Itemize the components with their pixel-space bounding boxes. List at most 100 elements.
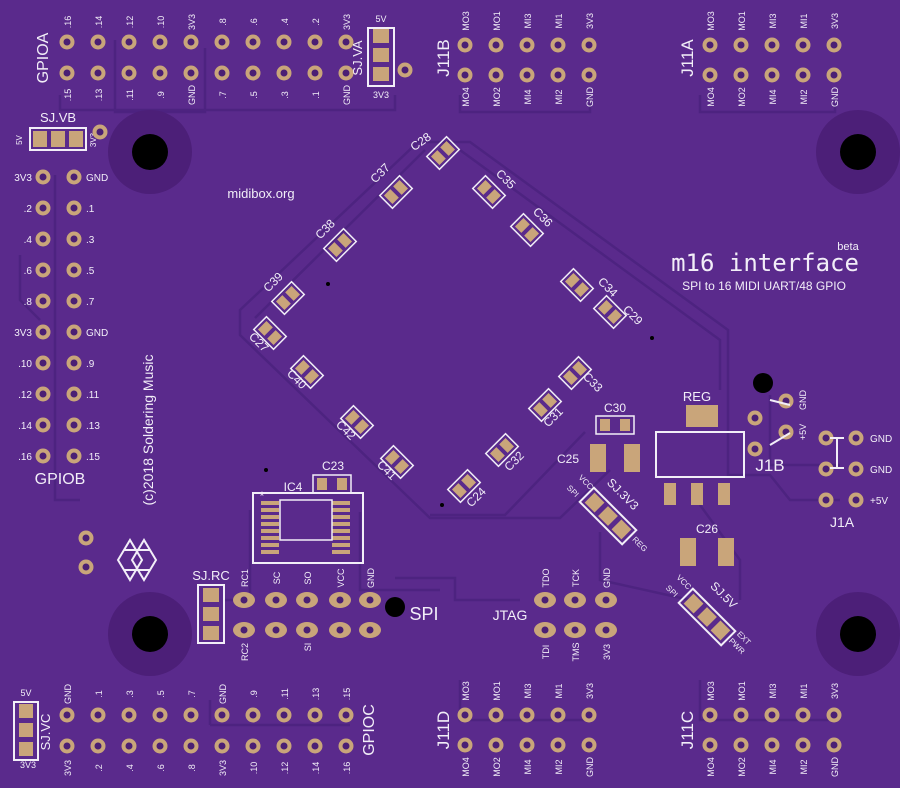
website-label: midibox.org: [227, 186, 294, 201]
sjvc-top-label: 5V: [20, 688, 31, 698]
gpioc-top-label: .1: [94, 690, 104, 698]
capacitor-C33: [557, 355, 593, 391]
ic4-pin-right: [332, 522, 350, 526]
spi-top-label: RC1: [240, 569, 250, 587]
sjvc-bottom-label: 3V3: [20, 760, 36, 770]
regulator: [655, 405, 745, 505]
midi-top-label: 3V3: [830, 13, 840, 29]
midi-bottom-label: MO2: [492, 87, 502, 107]
gpiob-right-label: GND: [86, 328, 108, 339]
gpioc-bottom-label: .2: [94, 764, 104, 772]
gpioc-bottom-label: .16: [342, 762, 352, 775]
gpioa-top-label: .14: [94, 16, 104, 29]
sjva-top-label: 5V: [375, 14, 386, 24]
copper-traces: [18, 40, 840, 727]
ic4-pin-left: [261, 522, 279, 526]
capacitor-C35: [471, 174, 507, 210]
midi-top-label: MO3: [461, 681, 471, 701]
spi-top-label: SO: [303, 571, 313, 584]
sjvc-title: SJ.VC: [38, 714, 53, 751]
spi-top-label: VCC: [336, 568, 346, 588]
sjvc-pad: [19, 723, 33, 737]
cap-label-C33: C33: [580, 369, 606, 395]
sjvb-pad: [33, 131, 47, 147]
midi-top-label: MO1: [737, 681, 747, 701]
midi-bottom-label: MI2: [554, 759, 564, 774]
capacitor-C40: [289, 354, 325, 390]
jtag-bottom-label: TMS: [571, 643, 581, 662]
board-title-suffix: beta: [837, 241, 859, 253]
midi-bottom-label: MI4: [768, 89, 778, 104]
sjvc-outline: [13, 701, 39, 761]
gpioa-top-label: .10: [156, 16, 166, 29]
midi-top-label: 3V3: [830, 683, 840, 699]
jtag-top-label: GND: [602, 568, 612, 589]
cap-label-C23: C23: [322, 459, 344, 473]
gpioa-bottom-label: GND: [342, 85, 352, 106]
midi-top-label: MI3: [768, 683, 778, 698]
gpiob-right-label: .7: [86, 297, 95, 308]
gpioc-top-label: .7: [187, 690, 197, 698]
jtag-top-label: TDO: [541, 569, 551, 588]
spi-bottom-label: RC2: [240, 643, 250, 661]
midi-bottom-label: GND: [585, 87, 595, 108]
midi-bottom-label: GND: [830, 757, 840, 778]
sjrc-title: SJ.RC: [192, 568, 230, 583]
gpiob-right-label: .5: [86, 266, 95, 277]
via: [326, 282, 330, 286]
midi-bottom-label: MI2: [554, 89, 564, 104]
sjva-pad: [373, 48, 389, 62]
ic4-pin1-marker: *: [260, 489, 265, 503]
cap-label-C24: C24: [463, 484, 489, 510]
midi-bottom-label: MO4: [706, 87, 716, 107]
ic4-pin-left: [261, 543, 279, 547]
midi-bottom-label: MO4: [461, 87, 471, 107]
gpioa-bottom-label: .3: [280, 91, 290, 99]
midi-bottom-label: MI4: [768, 759, 778, 774]
ic4-pin-left: [261, 508, 279, 512]
midi-top-label: MO1: [737, 11, 747, 31]
spi-top-label: SC: [272, 571, 282, 584]
j1-silk: [769, 399, 844, 469]
gpioc-title: GPIOC: [361, 704, 378, 756]
sjva-pad: [373, 67, 389, 81]
gpioa-bottom-label: .5: [249, 91, 259, 99]
midi-top-label: MO3: [706, 681, 716, 701]
capacitor-C30: [595, 415, 635, 435]
cap-label-C36: C36: [530, 204, 556, 230]
smd-pad: [600, 419, 610, 431]
ic4-pin-right: [332, 501, 350, 505]
midi-header-title: J11A: [678, 39, 697, 77]
sjvb-pad: [69, 131, 83, 147]
smd-pad: [317, 478, 327, 490]
sjva-bottom-label: 3V3: [373, 90, 389, 100]
j1a-label: GND: [870, 465, 892, 476]
gpioc-top-label: .3: [125, 690, 135, 698]
via: [440, 503, 444, 507]
capacitor-C29: [592, 294, 628, 330]
cap-label-C42: C42: [333, 417, 359, 443]
gpioc-bottom-label: .8: [187, 764, 197, 772]
midi-bottom-label: MI2: [799, 759, 809, 774]
ic4-pin-right: [332, 529, 350, 533]
gpioc-bottom-label: .4: [125, 764, 135, 772]
midi-top-label: MI1: [799, 13, 809, 28]
capacitor-C32: [484, 432, 520, 468]
midi-top-label: MI1: [799, 683, 809, 698]
gpiob-left-label: .10: [18, 359, 32, 370]
sj3v3-title: SJ.3V3: [604, 476, 641, 513]
sjva-outline: [367, 27, 395, 87]
midi-top-label: MI3: [523, 13, 533, 28]
gpioa-top-label: 3V3: [342, 14, 352, 30]
jtag-bottom-label: 3V3: [602, 644, 612, 660]
j1b-title: J1B: [755, 456, 784, 475]
ic4-pin-left: [261, 550, 279, 554]
capacitor-C41: [379, 444, 415, 480]
midi-bottom-label: MO2: [492, 757, 502, 777]
midi-top-label: 3V3: [585, 13, 595, 29]
sjvb-outline: [29, 127, 87, 151]
gpiob-right-label: .15: [86, 452, 100, 463]
capacitor-C37: [378, 174, 414, 210]
cap-label-C27: C27: [246, 329, 272, 355]
ic4-pin-right: [332, 536, 350, 540]
